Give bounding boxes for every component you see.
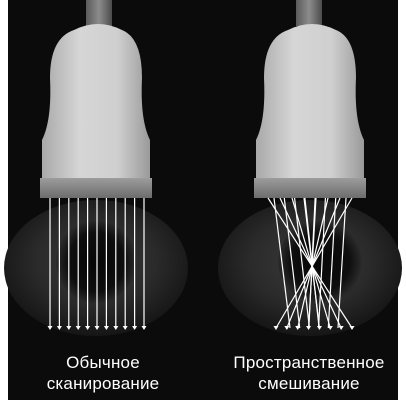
probe-face-right xyxy=(254,178,366,198)
probe-body-right xyxy=(256,24,364,178)
caption-conventional-line1: Обычное xyxy=(10,352,196,373)
lesion-left xyxy=(56,220,136,304)
cable-left xyxy=(86,0,112,26)
caption-compound-line1: Пространственное xyxy=(216,352,402,373)
probe-body-left xyxy=(42,24,150,178)
caption-compound: Пространственное смешивание xyxy=(216,352,402,394)
caption-compound-line2: смешивание xyxy=(216,373,402,394)
cable-right xyxy=(296,0,322,26)
caption-conventional: Обычное сканирование xyxy=(10,352,196,394)
caption-conventional-line2: сканирование xyxy=(10,373,196,394)
probe-face-left xyxy=(40,178,152,198)
